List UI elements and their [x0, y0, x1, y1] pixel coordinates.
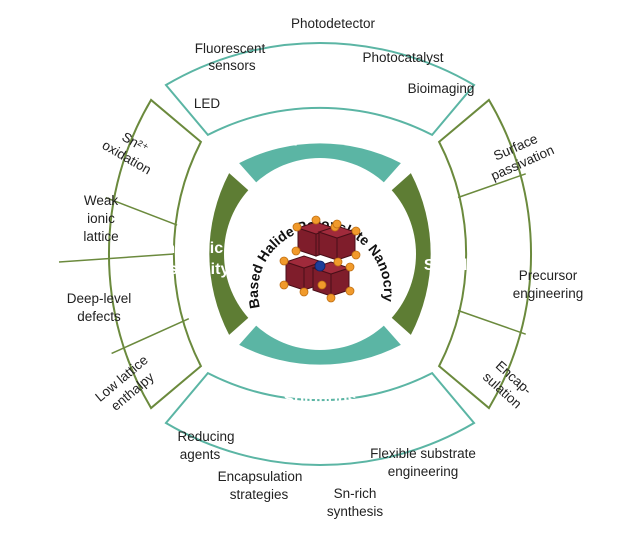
reducing-agents-label-line1: Reducing — [177, 429, 234, 444]
weak-ionic-lattice-label-line1: Weak — [84, 193, 119, 208]
weak-ionic-lattice-label-line3: lattice — [83, 229, 118, 244]
precursor-engineering-label-line1: Precursor — [519, 268, 578, 283]
bioimaging-label: Bioimaging — [408, 81, 475, 96]
instability-outer-segment — [108, 98, 203, 410]
deep-level-defects-label-line1: Deep-level — [67, 291, 132, 306]
stability-dividers — [457, 173, 526, 335]
intrinsic-instability-title-line2: instability — [155, 261, 230, 278]
applications-title: Applications — [272, 129, 368, 146]
intrinsic-instability-title-line1: Intrinsic — [161, 240, 223, 257]
encapsulation-strategies-label-line2: strategies — [230, 487, 289, 502]
possible-solutions-title-line1: Possible — [287, 370, 353, 387]
sn-rich-synthesis-label-line2: synthesis — [327, 504, 384, 519]
flexible-substrate-label-line2: engineering — [388, 464, 459, 479]
precursor-engineering-label-line2: engineering — [513, 286, 584, 301]
weak-ionic-lattice-label-line2: ionic — [87, 211, 115, 226]
solutions-outer-segment — [164, 371, 476, 466]
deep-level-defects-label-line2: defects — [77, 309, 121, 324]
encapsulation-strategies-label-line1: Encapsulation — [218, 469, 303, 484]
flexible-substrate-label-line1: Flexible substrate — [370, 446, 476, 461]
possible-solutions-title-line2: Solutions — [284, 391, 357, 408]
applications-outer-segment — [164, 42, 476, 137]
photodetector-label: Photodetector — [291, 16, 376, 31]
fluorescent-sensors-label-line2: sensors — [208, 58, 256, 73]
photocatalyst-label: Photocatalyst — [362, 50, 443, 65]
fluorescent-sensors-label-line1: Fluorescent — [195, 41, 266, 56]
stability-title: Stability — [424, 257, 486, 274]
sn-rich-synthesis-label-line1: Sn-rich — [334, 486, 377, 501]
instability-dividers — [58, 196, 190, 355]
led-label: LED — [194, 96, 221, 111]
perovskite-crystal-icon — [279, 215, 361, 303]
reducing-agents-label-line2: agents — [180, 447, 221, 462]
